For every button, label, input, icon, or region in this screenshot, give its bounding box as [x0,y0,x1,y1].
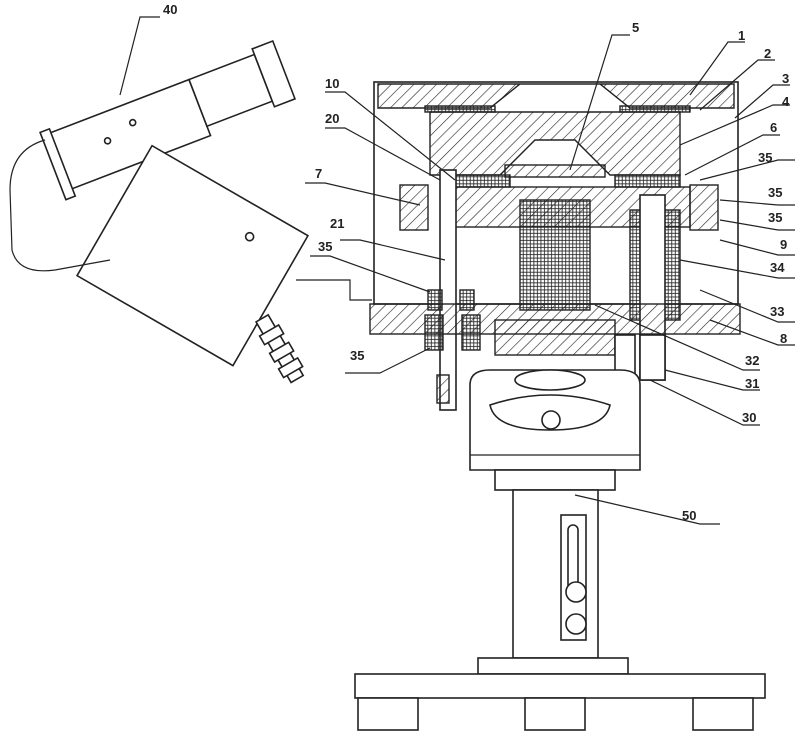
label-7: 7 [315,166,322,181]
label-35-left-1: 35 [318,239,332,254]
housing-section [369,81,741,411]
label-35-top: 35 [758,150,772,165]
numeral-labels: 40 5 1 2 3 4 6 35 35 35 9 34 33 8 32 31 … [163,2,790,523]
label-35-left-2: 35 [350,348,364,363]
label-31: 31 [745,376,759,391]
label-35-right-2: 35 [768,210,782,225]
device-40 [9,39,372,384]
label-32: 32 [745,353,759,368]
label-8: 8 [780,331,787,346]
label-21: 21 [330,216,344,231]
label-34: 34 [770,260,785,275]
label-30: 30 [742,410,756,425]
label-5: 5 [632,20,639,35]
label-35-right-1: 35 [768,185,782,200]
label-33: 33 [770,304,784,319]
label-3: 3 [782,71,789,86]
leader-lines [119,16,795,525]
label-10: 10 [325,76,339,91]
label-4: 4 [782,94,790,109]
label-2: 2 [764,46,771,61]
label-1: 1 [738,28,745,43]
label-9: 9 [780,237,787,252]
label-6: 6 [770,120,777,135]
label-20: 20 [325,111,339,126]
label-50: 50 [682,508,696,523]
stand-50 [354,369,766,731]
label-40: 40 [163,2,177,17]
